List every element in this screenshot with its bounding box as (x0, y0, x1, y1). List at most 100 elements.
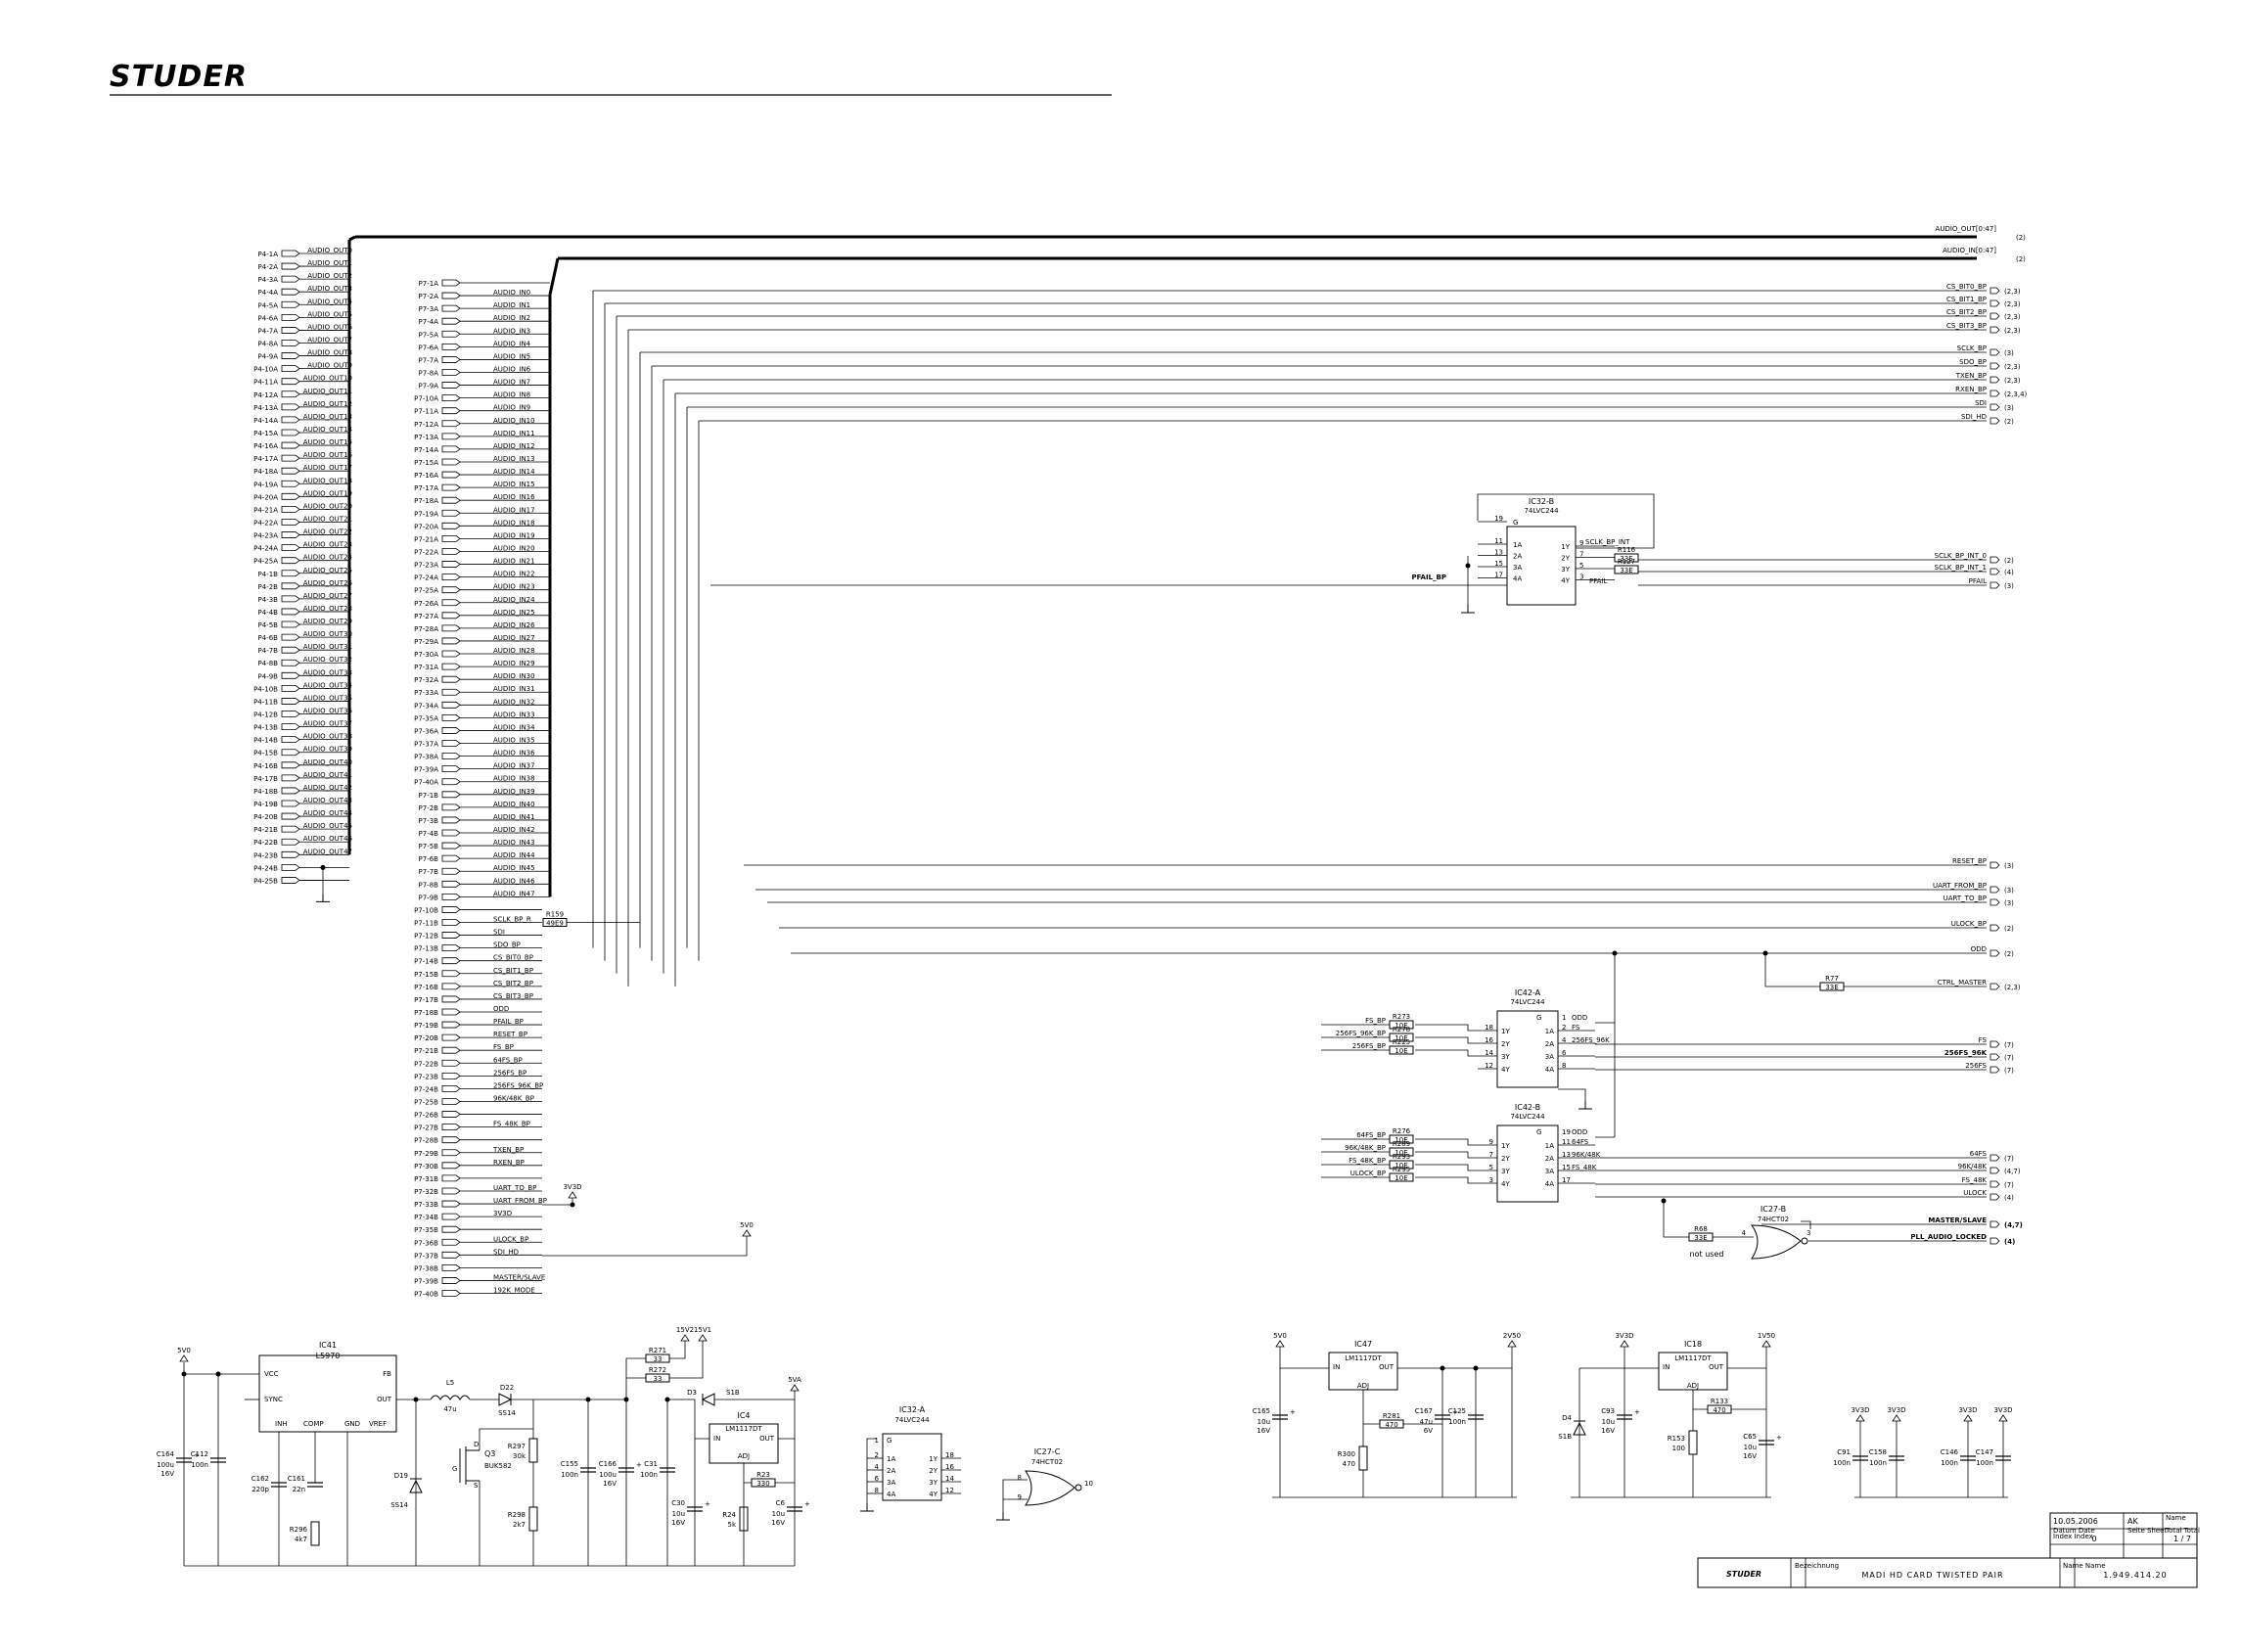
p7-signal-label: 256FS_BP (493, 1069, 526, 1077)
r153-body (1688, 1430, 1698, 1455)
ic18-pin: IN (1663, 1363, 1669, 1371)
ic27c-type: 74HCT02 (1031, 1458, 1063, 1466)
audio-out-label: AUDIO_OUT18 (303, 477, 352, 484)
ic41-vcc-wire (183, 1362, 259, 1375)
p7-signal-label: FS_48K_BP (493, 1121, 530, 1128)
audio-out-label: AUDIO_OUT33 (303, 668, 352, 676)
audio-out-label: AUDIO_OUT13 (303, 413, 352, 421)
ic42a-res-sig: FS_BP (1365, 1017, 1386, 1025)
p4-pin-port (281, 787, 300, 795)
audio-out-label: AUDIO_OUT6 (307, 323, 352, 331)
p7-pin-label: P7-10A (414, 395, 438, 403)
ic42b-type: 74LVC244 (1510, 1113, 1545, 1121)
output-offpage (1989, 390, 2000, 397)
p4-pin-port (281, 671, 300, 679)
rail-5v0-b-arrow (1275, 1340, 1285, 1348)
ctrl-master-label: CTRL_MASTER (1938, 979, 1987, 987)
output-ref: (2) (2004, 418, 2014, 426)
d19-ref: D19 (394, 1472, 408, 1480)
p7-pin-label: P7-8B (419, 881, 439, 889)
c167-value: 47u (1420, 1418, 1433, 1426)
ic41-pin: INH (275, 1420, 288, 1428)
ic42a-g: G (1536, 1014, 1541, 1022)
ic42b-pin-name: 4Y (1501, 1180, 1510, 1188)
r300-ref: R300 (1338, 1450, 1355, 1458)
r298-body (528, 1506, 538, 1532)
p7-pin-label: P7-40A (414, 779, 438, 787)
c65-value: 10u (1744, 1444, 1757, 1451)
ic42b-res-ref: R293 (1393, 1153, 1410, 1161)
r272-ref: R272 (649, 1366, 666, 1374)
audio-in-bus-corner (548, 257, 560, 296)
audio-in-label: AUDIO_IN43 (493, 839, 535, 847)
decoupling-cap-ref: C91 (1837, 1448, 1851, 1456)
p4-pin-port (281, 582, 300, 590)
p4-pin-label: P4-8B (258, 660, 279, 667)
p4-pin-label: P4-21B (253, 826, 278, 834)
ic27b-offpage-pll (1989, 1237, 2000, 1245)
ic47-in-wire (1279, 1347, 1329, 1369)
output-offpage (1989, 299, 2000, 307)
ic42a-pin-name: 2A (1545, 1040, 1554, 1048)
audio-in-label: AUDIO_IN16 (493, 493, 535, 501)
audio-in-label: AUDIO_IN45 (493, 864, 535, 872)
output-offpage (1989, 326, 2000, 334)
audio-out-label: AUDIO_OUT22 (303, 528, 352, 536)
p7-pin-port (441, 1111, 461, 1118)
ic42b-ref: IC42-B (1515, 1103, 1540, 1112)
p4-pin-label: P4-12A (253, 391, 278, 399)
p4-pin-port (281, 749, 300, 757)
audio-out-label: AUDIO_OUT3 (307, 285, 352, 293)
ic32b-pfail-label: PFAIL (1589, 577, 1607, 585)
p7-signal-label: CS_BIT1_BP (493, 967, 533, 975)
p7-pin-label: P7-21A (414, 535, 438, 543)
ic47-type: LM1117DT (1345, 1354, 1382, 1362)
r281-ref: R281 (1383, 1412, 1400, 1420)
q3-type: BUK582 (484, 1462, 512, 1470)
ic32a-pin-name: 2A (887, 1467, 895, 1475)
ic42b-res-ref: R276 (1393, 1127, 1411, 1135)
p7-pin-label: P7-1A (419, 280, 439, 288)
ic42a-pin-name: 2Y (1501, 1040, 1510, 1048)
audio-out-label: AUDIO_OUT32 (303, 656, 352, 664)
audio-out-label: AUDIO_OUT19 (303, 489, 352, 497)
p7-pin-label: P7-13A (414, 434, 438, 441)
p4-pin-label: P4-6A (258, 314, 279, 322)
p7-pin-label: P7-21B (414, 1047, 438, 1055)
ic42a-g-pin: 1 (1562, 1014, 1566, 1022)
p7-5v0-label: 5V0 (740, 1221, 754, 1229)
ic42b-pin-name: 2A (1545, 1155, 1554, 1163)
p4-pin-label: P4-13A (253, 404, 278, 412)
p4-pin-port (281, 403, 300, 411)
ic32b-offpage (1989, 568, 2000, 575)
audio-in-label: AUDIO_IN15 (493, 481, 535, 488)
ic41-body (258, 1354, 397, 1433)
r297-body (528, 1438, 538, 1463)
audio-out-label: AUDIO_OUT16 (303, 451, 353, 459)
ic42b-g-pin: 19 (1562, 1128, 1571, 1136)
q3-pin: D (474, 1441, 479, 1448)
r24-ref: R24 (722, 1511, 736, 1519)
p7-pin-port (441, 1059, 461, 1067)
p4-pin-port (281, 633, 300, 641)
p4-pin-label: P4-22B (253, 839, 278, 847)
p7-pin-label: P7-31B (414, 1175, 438, 1183)
ic42a-res-sig: 256FS_BP (1352, 1042, 1386, 1050)
ic42a-pin-num: 2 (1562, 1024, 1566, 1032)
ic42a-pin-name: 3Y (1501, 1053, 1510, 1061)
ic42b-pin-name: 1A (1545, 1142, 1554, 1150)
audio-in-label: AUDIO_IN21 (493, 558, 535, 566)
audio-in-label: AUDIO_IN38 (493, 775, 535, 783)
audio-in-label: AUDIO_IN4 (493, 340, 531, 347)
p4-pin-port (281, 761, 300, 769)
rail-15v2-arrow (680, 1334, 690, 1342)
c30-ref: C30 (671, 1499, 685, 1507)
output-signal-label: RXEN_BP (1955, 386, 1987, 393)
ic41-pin: FB (383, 1370, 391, 1378)
ic32a-pin: 14 (945, 1475, 954, 1483)
audio-in-label: AUDIO_IN47 (493, 890, 535, 897)
p7-signal-label: MASTER/SLAVE (493, 1273, 545, 1281)
decoupling-cap-value: 100n (1976, 1459, 1993, 1467)
decoupling-cap-ref: C158 (1869, 1448, 1887, 1456)
audio-out-label: AUDIO_OUT45 (303, 822, 352, 830)
